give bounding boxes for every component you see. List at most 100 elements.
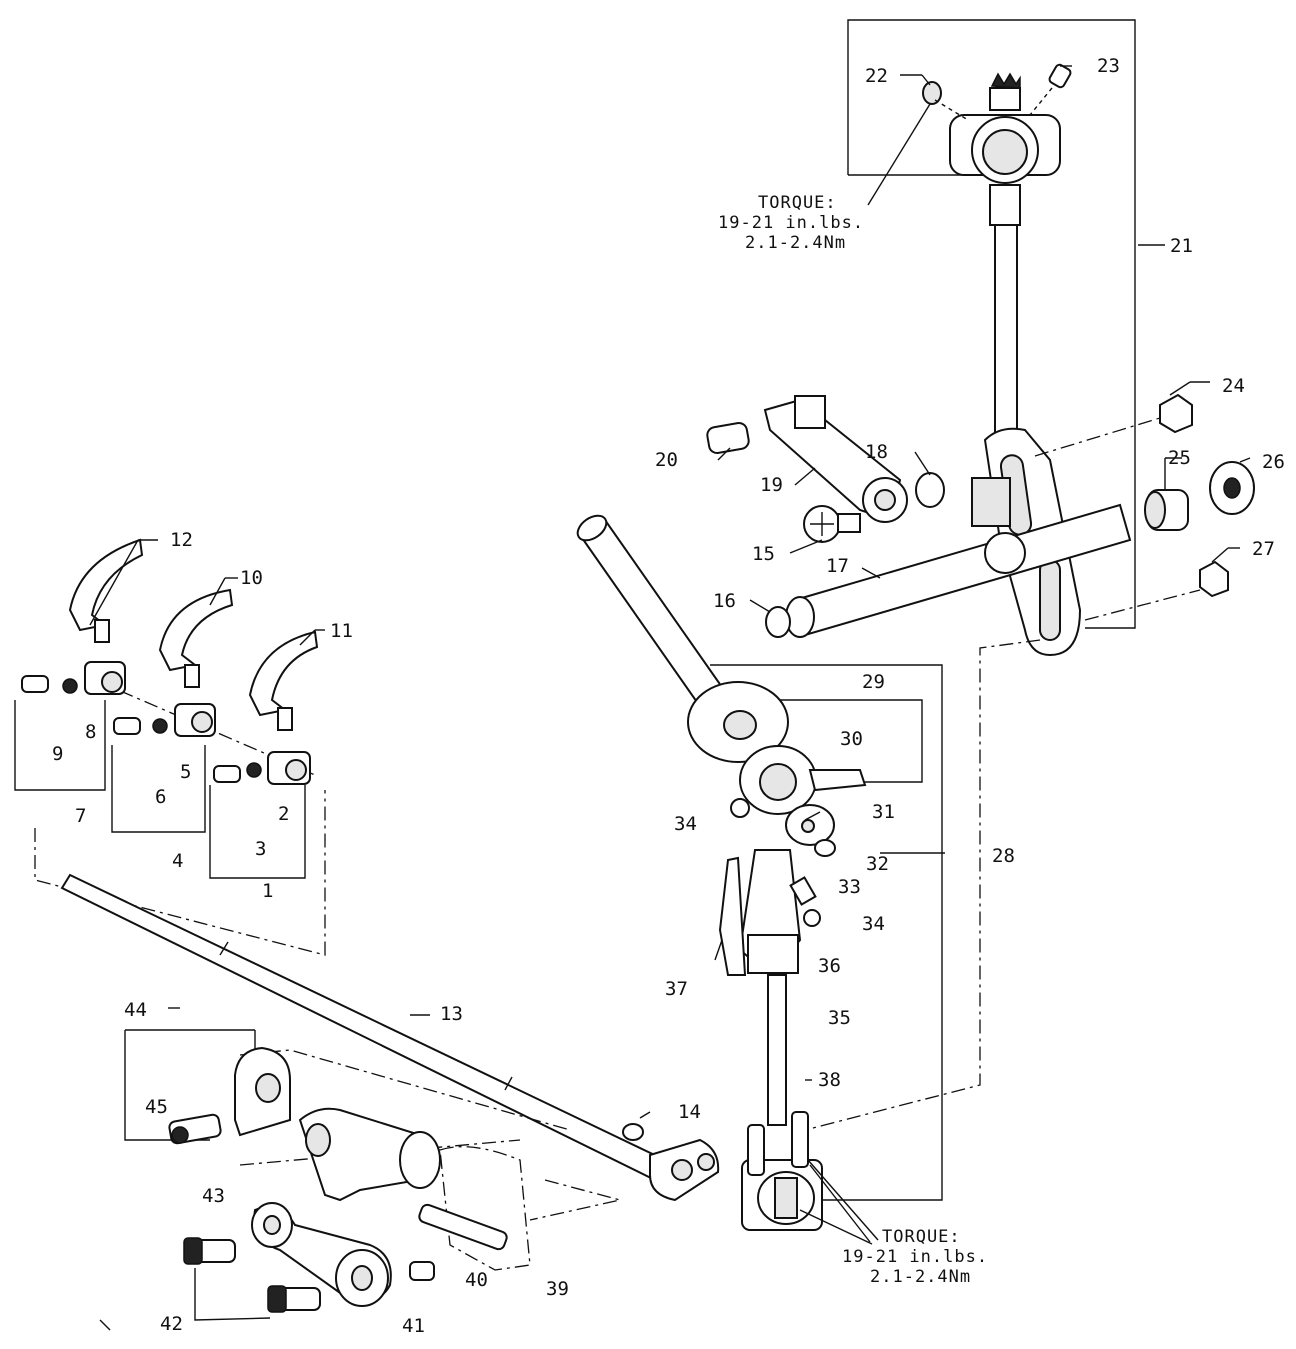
shaft-collar	[984, 532, 1026, 574]
screw-38-right	[791, 1111, 809, 1168]
screw-5	[152, 718, 168, 734]
crank-block	[971, 477, 1011, 527]
block-36	[747, 934, 799, 974]
callout-21: 21	[1170, 235, 1193, 257]
bracket-4	[111, 745, 206, 833]
callouts: 1 2 3 4 5 6 7 8 9 10 11 12 13 14 15 16 1…	[52, 55, 1285, 1337]
pin-39	[418, 1203, 508, 1251]
callout-41: 41	[402, 1315, 425, 1337]
callout-34-lower: 34	[862, 913, 885, 935]
callout-44: 44	[124, 999, 147, 1021]
bracket-7	[14, 700, 106, 791]
looper-10	[158, 588, 234, 672]
callout-30: 30	[840, 728, 863, 750]
callout-7: 7	[75, 805, 86, 827]
bracket-29	[780, 699, 923, 783]
callout-29: 29	[862, 671, 885, 693]
looper-12	[68, 538, 144, 632]
torque-bottom-line1: TORQUE:	[882, 1227, 961, 1247]
callout-38: 38	[818, 1069, 841, 1091]
callout-9: 9	[52, 743, 63, 765]
looper-assembly	[14, 538, 326, 956]
screw-32	[814, 839, 836, 857]
nut-14	[622, 1123, 644, 1141]
callout-24: 24	[1222, 375, 1245, 397]
bracket-28	[710, 664, 943, 1201]
screw-6	[113, 717, 141, 735]
callout-1: 1	[262, 880, 273, 902]
pin-33	[789, 876, 817, 906]
rod-35	[767, 974, 787, 1126]
callout-13: 13	[440, 1003, 463, 1025]
callout-8: 8	[85, 721, 96, 743]
ring-16	[765, 606, 791, 638]
torque-top-leader	[867, 103, 931, 206]
callout-4: 4	[172, 850, 183, 872]
assembly-28	[576, 514, 1041, 1245]
torque-top-line3: 2.1-2.4Nm	[745, 233, 846, 253]
nut-24	[1159, 393, 1193, 434]
looper-11	[248, 630, 319, 717]
callout-35: 35	[828, 1007, 851, 1029]
torque-note-bottom: TORQUE: 19-21 in.lbs. 2.1-2.4Nm	[842, 1227, 987, 1287]
callout-20: 20	[655, 449, 678, 471]
callout-26: 26	[1262, 451, 1285, 473]
bracket-1	[209, 785, 306, 879]
callout-40: 40	[465, 1269, 488, 1291]
screw-9	[21, 675, 49, 693]
leader-lines	[89, 65, 1251, 1331]
callout-37: 37	[665, 978, 688, 1000]
callout-17: 17	[826, 555, 849, 577]
callout-11: 11	[330, 620, 353, 642]
torque-note-top: TORQUE: 19-21 in.lbs. 2.1-2.4Nm	[718, 193, 864, 253]
bearing-18	[915, 472, 945, 508]
callout-45: 45	[145, 1096, 168, 1118]
callout-25: 25	[1168, 447, 1191, 469]
callout-10: 10	[240, 567, 263, 589]
screw-3	[213, 765, 241, 783]
crank-slot-lower	[1039, 559, 1061, 641]
torque-top-line2: 19-21 in.lbs.	[718, 213, 864, 233]
callout-34-upper: 34	[674, 813, 697, 835]
callout-31: 31	[872, 801, 895, 823]
shaft-assembly	[60, 873, 720, 1321]
callout-36: 36	[818, 955, 841, 977]
clamp-bore-inner	[982, 129, 1028, 175]
clamp-top-boss	[989, 87, 1021, 111]
callout-27: 27	[1252, 538, 1275, 560]
callout-16: 16	[713, 590, 736, 612]
screw-22	[922, 81, 942, 105]
callout-5: 5	[180, 761, 191, 783]
callout-2: 2	[278, 803, 289, 825]
vertical-rod	[994, 224, 1018, 446]
nut-34-lower	[803, 909, 821, 927]
callout-3: 3	[255, 838, 266, 860]
callout-33: 33	[838, 876, 861, 898]
screw-2	[246, 762, 262, 778]
callout-14: 14	[678, 1101, 701, 1123]
callout-6: 6	[155, 786, 166, 808]
callout-42: 42	[160, 1313, 183, 1335]
callout-23: 23	[1097, 55, 1120, 77]
callout-32: 32	[866, 853, 889, 875]
callout-15: 15	[752, 543, 775, 565]
callout-39: 39	[546, 1278, 569, 1300]
nut-27	[1199, 560, 1229, 598]
callout-19: 19	[760, 474, 783, 496]
screw-8	[62, 678, 78, 694]
callout-18: 18	[865, 441, 888, 463]
rod-collar	[989, 184, 1021, 226]
knurled-screw	[990, 72, 1021, 89]
assembly-21	[706, 19, 1255, 657]
torque-top-line1: TORQUE:	[758, 193, 837, 213]
screw-40	[409, 1261, 435, 1281]
screw-23	[1048, 63, 1072, 89]
torque-bottom-line3: 2.1-2.4Nm	[870, 1267, 971, 1287]
callout-43: 43	[202, 1185, 225, 1207]
nut-34-upper	[730, 798, 750, 818]
callout-12: 12	[170, 529, 193, 551]
lever-37	[718, 856, 747, 976]
callout-22: 22	[865, 65, 888, 87]
